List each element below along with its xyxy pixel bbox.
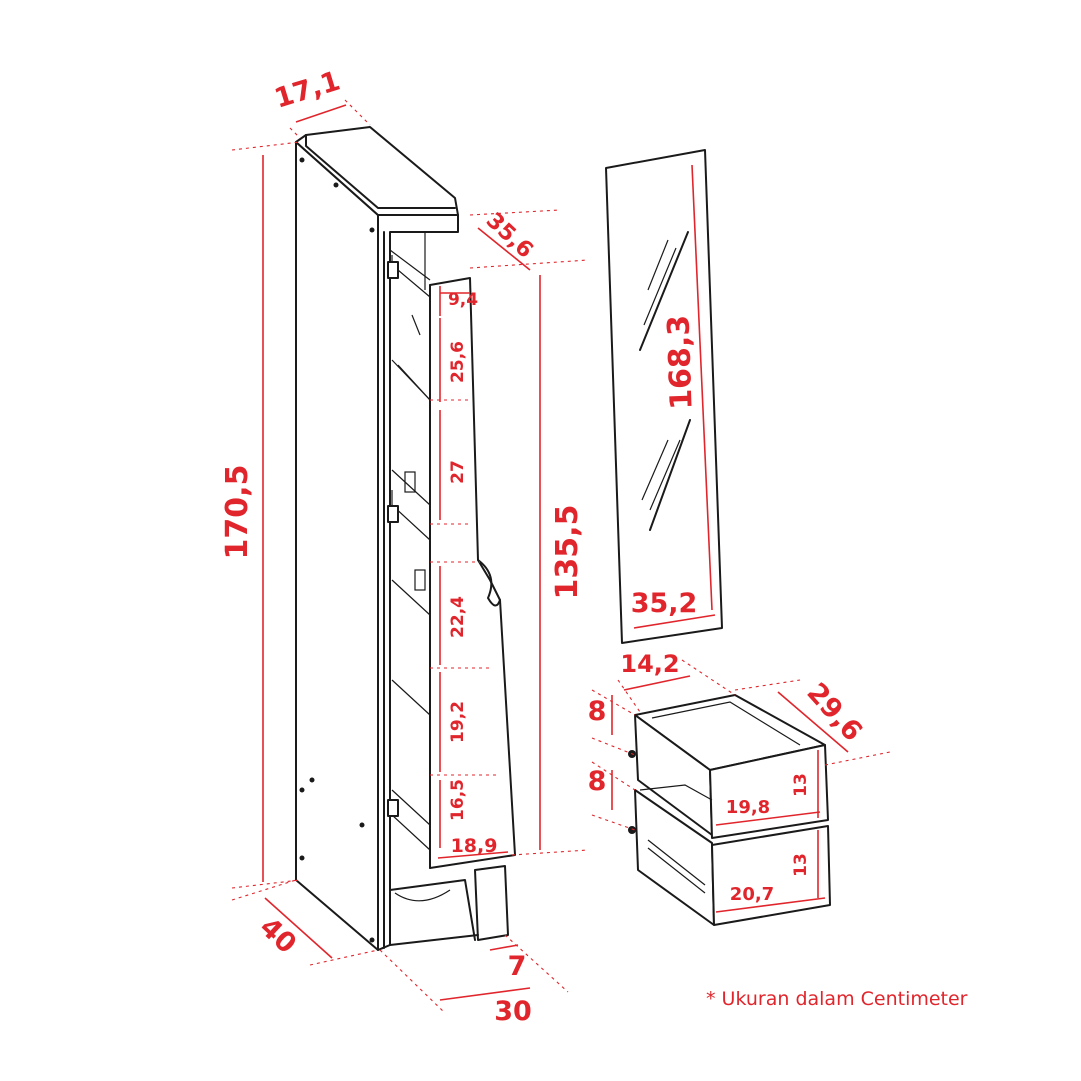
label-shelf-spacing-3: 27 [448,460,468,484]
measurement-unit-note: * Ukuran dalam Centimeter [706,988,968,1010]
screw-dots [299,157,375,943]
label-drawer-front-width-top: 14,2 [620,650,679,678]
label-shelf-spacing-1: 9,4 [448,290,478,310]
cabinet-bottom-drawer [389,879,476,941]
label-shelf-spacing-5: 19,2 [448,701,468,743]
dimension-lines [231,99,891,1014]
label-top-depth: 17,1 [271,66,344,115]
label-width: 30 [494,996,532,1027]
label-door-depth: 35,6 [481,208,538,263]
label-shelf-width: 18,9 [451,835,498,857]
label-height-total: 170,5 [220,465,255,560]
drawers-drawing [628,694,831,926]
label-shelf-spacing-2: 25,6 [448,341,468,383]
mirror-drawing [605,149,723,644]
label-drawer-front-height-top: 13 [791,773,811,797]
mirror-reflection-lines [639,231,691,531]
cabinet-base [474,865,509,941]
cabinet-drawing [295,126,516,951]
label-depth: 40 [253,912,302,960]
label-shelf-spacing-4: 22,4 [448,596,468,638]
label-mirror-width: 35,2 [631,588,698,619]
hinge-icons [387,261,399,817]
cabinet-shelves [389,249,431,851]
label-shelf-spacing-6: 16,5 [448,779,468,821]
drawer-bottom [628,784,831,926]
cabinet-side-panel [295,141,379,951]
drawer-top [628,694,829,851]
label-drawer-front-width-2: 20,7 [730,884,774,905]
label-drawer-front-height-bottom: 13 [791,853,811,877]
cabinet-door [429,277,516,869]
dimension-labels: 17,1 170,5 35,6 135,5 9,4 25,6 27 22,4 1… [220,66,968,1027]
label-drawer-height-bottom: 8 [588,766,607,797]
label-inner-height: 135,5 [550,505,585,600]
mirror-panel [605,149,723,644]
drawer-bottom-front [711,825,831,926]
label-drawer-height-top: 8 [588,696,607,727]
label-base: 7 [508,951,527,982]
label-mirror-height: 168,3 [661,314,699,410]
label-drawer-front-width-1: 19,8 [726,797,770,818]
